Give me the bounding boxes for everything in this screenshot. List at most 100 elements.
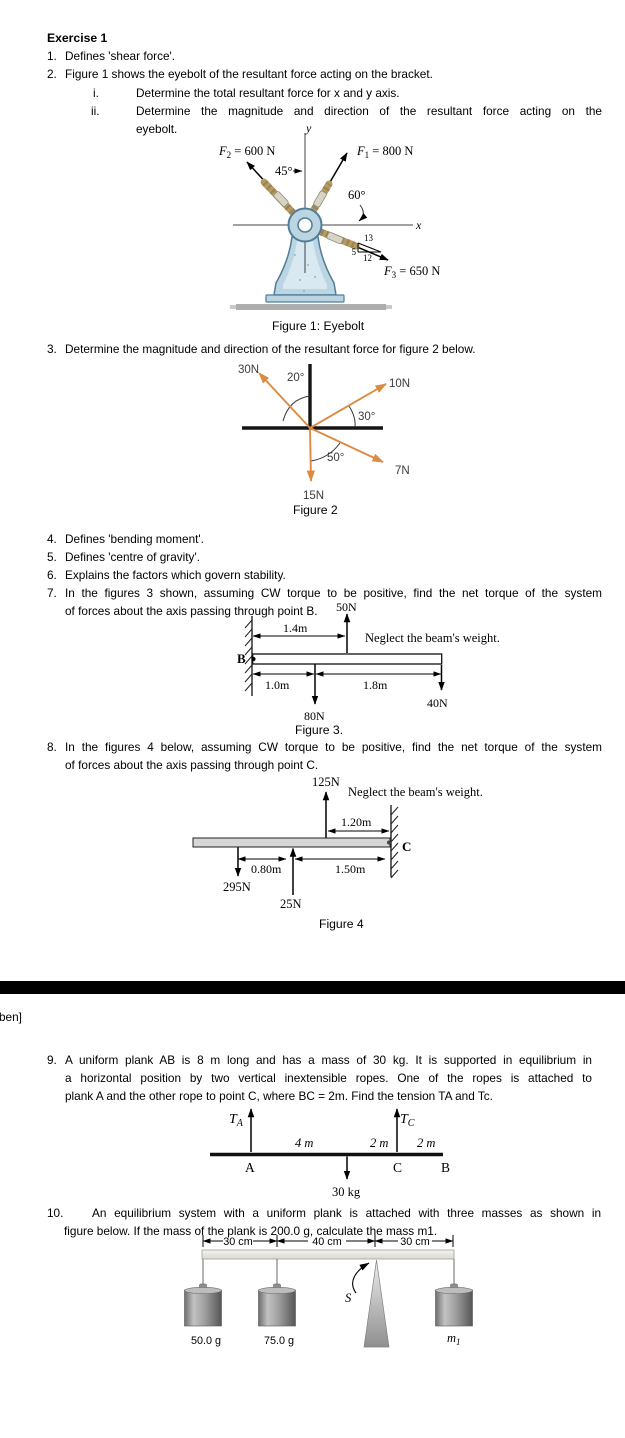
dim-1-8m-label: 1.8m — [363, 678, 388, 692]
turnbuckle — [313, 190, 327, 208]
angle-30-label: 30° — [358, 411, 375, 423]
point-c-label: C — [402, 839, 411, 854]
item-2-number: 2. — [47, 67, 57, 81]
dim-2m-label-b: 2 m — [417, 1136, 435, 1150]
force-125n-label: 125N — [312, 775, 340, 789]
point-b-label: B — [441, 1160, 450, 1175]
force-30n-label: 30N — [238, 364, 259, 376]
f2-value: = 600 N — [231, 144, 275, 158]
force-50n-label: 50N — [336, 600, 357, 614]
figure-3-caption: Figure 3. — [295, 723, 344, 737]
dim-1-0m-label: 1.0m — [265, 678, 290, 692]
dim-40cm-label: 40 cm — [312, 1236, 341, 1248]
mass-m1-cylinder — [435, 1283, 473, 1327]
dim-30cm-b-label: 30 cm — [400, 1236, 429, 1248]
item-9-text-line3: plank A and the other rope to point C, w… — [65, 1089, 493, 1103]
item-7-number: 7. — [47, 586, 57, 600]
item-8-text-line1: In the figures 4 below, assuming CW torq… — [65, 740, 602, 754]
force-f3-label: F3 = 650 N — [383, 264, 440, 280]
item-10-number: 10. — [47, 1206, 64, 1220]
force-295n-label: 295N — [223, 880, 251, 894]
item-8-number: 8. — [47, 740, 57, 754]
ta-symbol: T — [229, 1112, 238, 1127]
item-5-text: Defines 'centre of gravity'. — [65, 550, 200, 564]
slope-12-label: 12 — [363, 253, 372, 263]
point-b-dot — [251, 656, 256, 662]
item-10-text-line2: figure below. If the mass of the plank i… — [64, 1224, 438, 1238]
item-8-text-line2: of forces about the axis passing through… — [65, 758, 319, 772]
figure-2-caption: Figure 2 — [293, 503, 338, 517]
m1-subscript: 1 — [456, 1337, 461, 1347]
eyebolt-pedestal — [230, 236, 392, 310]
dim-2m-label-a: 2 m — [370, 1136, 388, 1150]
force-25n-label: 25N — [280, 897, 302, 911]
m1-symbol: m — [447, 1331, 456, 1345]
eyebolt-ring — [287, 207, 323, 243]
ground-line — [236, 304, 386, 310]
item-3-text: Determine the magnitude and direction of… — [65, 342, 476, 356]
angle-45-label: 45° — [275, 164, 293, 178]
f3-value: = 650 N — [396, 264, 440, 278]
plank — [201, 1249, 455, 1260]
item-4-number: 4. — [47, 532, 57, 546]
item-2ii-text-line1: Determine the magnitude and direction of… — [136, 104, 602, 118]
section-separator-bar — [0, 981, 625, 994]
item-5-number: 5. — [47, 550, 57, 564]
force-15n-arrow — [306, 427, 315, 482]
f3-symbol: F — [383, 264, 392, 278]
wall-hatching — [390, 805, 399, 879]
slope-triangle: 13 5 12 — [352, 233, 382, 263]
item-6-number: 6. — [47, 568, 57, 582]
item-7-text-line1: In the figures 3 shown, assuming CW torq… — [65, 586, 602, 600]
turnbuckle — [273, 191, 289, 207]
force-15n-label: 15N — [303, 490, 324, 502]
item-1-number: 1. — [47, 49, 57, 63]
mass-50g-label: 50.0 g — [191, 1335, 221, 1347]
pivot-s-label: S — [345, 1291, 352, 1305]
force-30n-arrow — [258, 372, 311, 429]
beam — [192, 837, 391, 848]
mass-75g-cylinder — [258, 1283, 296, 1327]
ta-subscript: A — [236, 1118, 244, 1129]
force-40n-label: 40N — [427, 696, 448, 710]
dim-4m-label: 4 m — [295, 1136, 313, 1150]
dim-1-20m-label: 1.20m — [341, 815, 372, 829]
angle-60-arc-arrow — [358, 204, 368, 222]
force-10n-arrow — [309, 383, 387, 429]
f1-subscript: 1 — [365, 150, 370, 160]
mass-50g-cylinder — [184, 1283, 222, 1327]
angle-30-arc — [348, 405, 356, 428]
force-10n-label: 10N — [389, 378, 410, 390]
figure-4-beam-diagram: C 125N Neglect the beam's weight. 1.20m … — [192, 775, 483, 911]
wall-hatching — [244, 616, 253, 696]
figure-4-caption: Figure 4 — [319, 917, 364, 931]
dimension-row: 30 cm 40 cm 30 cm — [202, 1235, 454, 1248]
f2-symbol: F — [218, 144, 227, 158]
item-2i-number: i. — [93, 86, 99, 100]
item-9-text-line2: a horizontal position by two vertical in… — [65, 1071, 592, 1085]
force-7n-label: 7N — [395, 465, 410, 477]
figure-2-force-diagram: 30N 10N 7N 15N 20° 30° 50° — [238, 364, 410, 502]
cut-off-margin-text: ben] — [0, 1010, 22, 1024]
weight-30kg-label: 30 kg — [332, 1185, 361, 1199]
question-9-plank-diagram: TA TC 4 m 2 m 2 m A C B 30 kg — [210, 1108, 450, 1199]
point-c-label: C — [393, 1160, 402, 1175]
beam — [252, 653, 443, 665]
x-axis-label: x — [415, 218, 422, 232]
f1-symbol: F — [356, 144, 365, 158]
mass-75g-label: 75.0 g — [264, 1335, 294, 1347]
point-c-dot — [387, 840, 391, 845]
f3-subscript: 3 — [392, 270, 397, 280]
item-3-number: 3. — [47, 342, 57, 356]
neglect-weight-note: Neglect the beam's weight. — [348, 785, 483, 799]
dim-1-50m-label: 1.50m — [335, 862, 366, 876]
neglect-weight-note: Neglect the beam's weight. — [365, 631, 500, 645]
item-7-text-line2: of forces about the axis passing through… — [65, 604, 318, 618]
tc-subscript: C — [408, 1118, 415, 1129]
question-10-balance-diagram: 30 cm 40 cm 30 cm S 50.0 g 75.0 g m1 — [184, 1235, 473, 1348]
slope-13-label: 13 — [364, 233, 374, 243]
slope-5-label: 5 — [352, 247, 357, 257]
exercise-title: Exercise 1 — [47, 31, 108, 45]
item-2i-text: Determine the total resultant force for … — [136, 86, 400, 100]
